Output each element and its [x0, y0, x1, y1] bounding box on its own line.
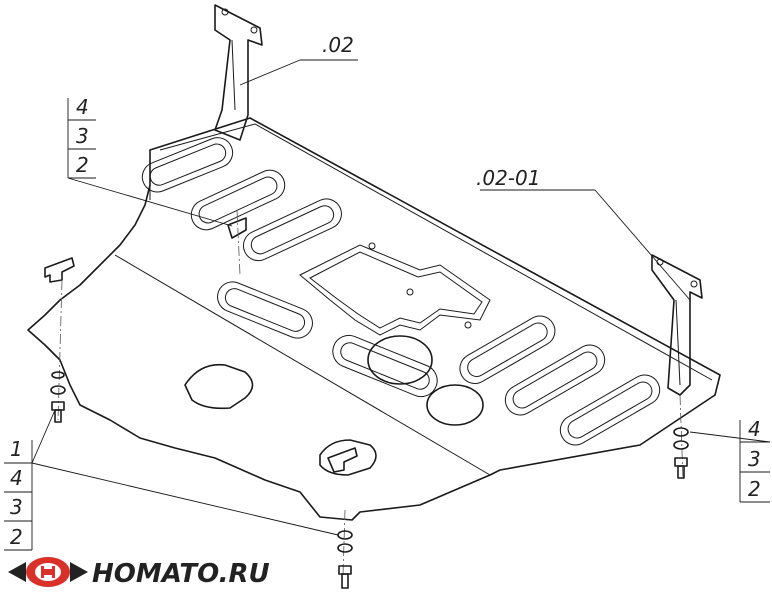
callout-right-1: 4: [748, 417, 761, 441]
logo-text: HOMATO.RU: [92, 559, 270, 589]
homato-logo: HOMATO.RU: [8, 557, 270, 589]
clip-left: [44, 257, 75, 283]
callout-right-2: 3: [748, 447, 761, 471]
round-opening: [367, 335, 433, 385]
bolt-window: [319, 439, 377, 476]
callout-left-upper-3: 2: [76, 153, 89, 177]
callout-left-lower-4: 2: [10, 525, 23, 549]
fastener-stack-left: [50, 371, 66, 423]
skid-plate: [27, 117, 721, 521]
callout-left-upper: 4 3 2: [67, 95, 96, 179]
clip-center: [327, 447, 358, 473]
callout-left-upper-1: 4: [76, 95, 89, 119]
drain-window: [184, 363, 254, 410]
clip-top: [227, 217, 247, 239]
bracket-left: [214, 4, 263, 141]
leader-lines: [31, 59, 771, 536]
callout-right-3: 2: [748, 477, 761, 501]
fastener-stack-bottom: [337, 530, 353, 589]
oval-opening: [426, 384, 484, 426]
fastener-stack-right: [673, 427, 689, 479]
callout-left-lower-3: 3: [10, 495, 23, 519]
label-bracket-right: .02-01: [476, 166, 540, 190]
label-bracket-left: .02: [322, 33, 354, 57]
callout-left-lower-2: 4: [10, 466, 23, 490]
callout-left-lower-1: 1: [10, 437, 23, 461]
logo-emblem-icon: [8, 557, 88, 587]
callout-left-upper-2: 3: [76, 124, 89, 148]
stamped-slots: [141, 137, 661, 446]
callout-left-lower: 1 4 3 2: [4, 437, 33, 551]
callout-right: 4 3 2: [739, 417, 770, 503]
bracket-right: [651, 254, 703, 396]
